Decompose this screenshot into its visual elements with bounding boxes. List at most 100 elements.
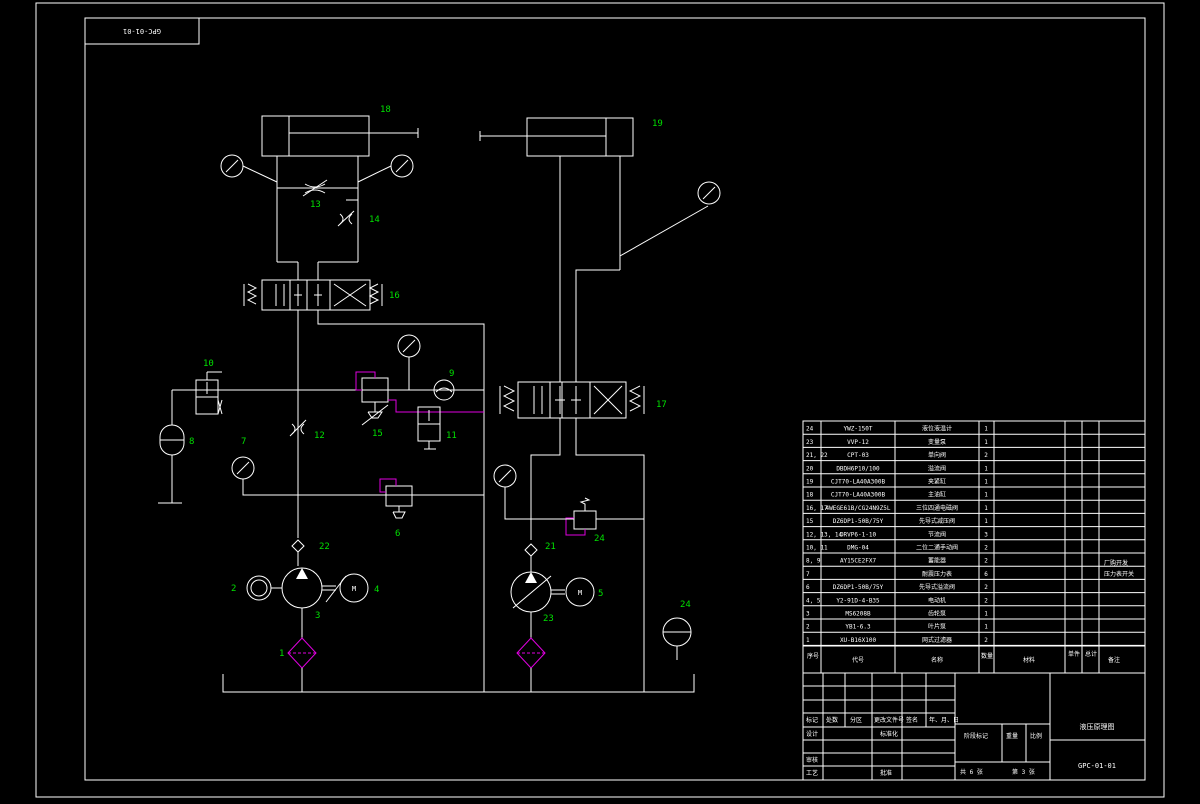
bom-cell-no: 2 <box>806 624 810 631</box>
pressure-gauge-icon <box>397 334 421 390</box>
drawing-title: 液压原理图 <box>1080 722 1115 731</box>
bom-cell-name: 叶片泵 <box>928 623 946 631</box>
bom-cell-qty: 1 <box>984 465 988 472</box>
bom-cell-no: 15 <box>806 518 814 525</box>
bom-cell-qty: 1 <box>984 479 988 486</box>
tb-zone: 分区 <box>850 716 862 724</box>
bom-cell-qty: 1 <box>984 518 988 525</box>
pressure-gauge-icon <box>697 181 721 205</box>
vane-pump-2 <box>246 575 282 601</box>
bom-cell-name: 蓄能器 <box>928 557 946 565</box>
tb-process: 工艺 <box>806 769 818 777</box>
tb-mark: 标记 <box>806 716 818 724</box>
manual-valve-11 <box>417 406 441 450</box>
bom-cell-qty: 2 <box>984 558 988 565</box>
filter-1b <box>516 612 546 692</box>
callout-12: 12 <box>314 431 325 441</box>
bom-cell-no: 7 <box>806 571 810 578</box>
bom-remark-line1: 厂购开发 <box>1104 559 1128 567</box>
callout-21: 21 <box>545 542 556 552</box>
bom-header: 序号 代号 名称 数量 材料 单件 总计 备注 <box>807 650 1120 664</box>
bom-cell-name: 夹紧缸 <box>928 478 946 486</box>
bom-cell-qty: 2 <box>984 584 988 591</box>
bom-cell-code: XU-B16X100 <box>840 637 877 644</box>
callout-17: 17 <box>656 400 667 410</box>
level-gauge-24 <box>662 617 692 660</box>
bom-header-remark: 备注 <box>1108 656 1120 664</box>
callout-11: 11 <box>446 431 457 441</box>
drawing-code: GPC-01-01 <box>1078 762 1116 770</box>
sheet-inner-border <box>84 17 1146 781</box>
bom-cell-name: 齿轮泵 <box>928 610 946 618</box>
pressure-gauge-icon <box>357 154 414 183</box>
tb-approve: 批准 <box>880 769 892 777</box>
callout-14: 14 <box>369 215 380 225</box>
tb-sheet-total: 共 6 张 <box>960 768 983 776</box>
bom-cell-no: 4, 5 <box>806 597 821 604</box>
callout-23: 23 <box>543 614 554 624</box>
tb-scale: 比例 <box>1030 732 1042 740</box>
bom-cell-code: CJT70-LA40A300B <box>831 492 886 499</box>
tb-date: 年、月、日 <box>929 716 959 724</box>
accumulator-8 <box>158 390 185 504</box>
callout-8: 8 <box>189 437 194 447</box>
bom-cell-qty: 1 <box>984 611 988 618</box>
bom-cell-code: CPT-03 <box>847 452 869 459</box>
bom-cell-code: YWZ-150T <box>844 426 873 433</box>
bom-cell-no: 24 <box>806 426 814 433</box>
bom-cell-code: Y2-91D-4-B35 <box>836 597 880 604</box>
bom-cell-qty: 2 <box>984 452 988 459</box>
bom-cell-no: 1 <box>806 637 810 644</box>
bom-cell-code: DZ6DP1-50B/75Y <box>833 584 884 591</box>
bom-cell-no: 19 <box>806 479 814 486</box>
callout-15: 15 <box>372 429 383 439</box>
callout-20-label: 24 <box>594 534 605 544</box>
callout-4: 4 <box>374 585 379 595</box>
bom-cell-qty: 1 <box>984 505 988 512</box>
callout-3: 3 <box>315 611 320 621</box>
throttle-valve-12 <box>289 419 307 437</box>
gear-pump-3 <box>281 567 347 609</box>
bom-cell-qty: 1 <box>984 624 988 631</box>
tb-standard: 标准化 <box>880 730 898 738</box>
motor-4: M <box>339 573 369 603</box>
cylinder-19 <box>479 117 634 157</box>
bom-cell-code: AY15CE2FX7 <box>840 558 877 565</box>
bom-cell-name: 变量泵 <box>928 438 946 446</box>
bom-cell-no: 12, 13, 14 <box>806 531 843 538</box>
bom-cell-code: VVP-12 <box>847 439 869 446</box>
bom-cell-name: 先导式减压阀 <box>919 517 955 525</box>
motor-label: M <box>352 585 356 593</box>
bom-cell-name: 三位四通电磁阀 <box>916 504 958 512</box>
bom-cell-code: DMG-04 <box>847 545 869 552</box>
bom-cell-qty: 1 <box>984 439 988 446</box>
bom-cell-qty: 2 <box>984 637 988 644</box>
bom-cell-no: 16, 17 <box>806 505 828 512</box>
tb-change-doc: 更改文件号 <box>874 716 904 724</box>
tb-sign: 签名 <box>906 716 918 724</box>
bom-cell-qty: 6 <box>984 571 988 578</box>
bom-header-code: 代号 <box>852 656 864 664</box>
manual-valve-10 <box>195 371 223 415</box>
bom-table <box>802 420 1146 674</box>
callout-7: 7 <box>241 437 246 447</box>
bom-cell-no: 20 <box>806 465 814 472</box>
callout-2: 2 <box>231 584 236 594</box>
bom-cell-code: DRVP6-1-10 <box>840 531 877 538</box>
pressure-gauge-icon <box>220 154 278 183</box>
bom-cell-no: 6 <box>806 584 810 591</box>
bom-cell-no: 10, 11 <box>806 545 828 552</box>
callout-16: 16 <box>389 291 400 301</box>
title-block <box>802 672 1146 781</box>
tb-count: 处数 <box>826 716 838 724</box>
tb-review: 审核 <box>806 756 818 764</box>
bom-cell-qty: 2 <box>984 597 988 604</box>
pressure-gauge-7 <box>231 456 484 496</box>
bom-cell-name: 单向阀 <box>928 451 946 459</box>
callout-24: 24 <box>680 600 691 610</box>
bom-remark-line2: 压力表开关 <box>1104 570 1134 578</box>
directional-valve-17 <box>499 381 645 419</box>
callout-19: 19 <box>652 119 663 129</box>
tb-weight: 重量 <box>1006 732 1018 740</box>
